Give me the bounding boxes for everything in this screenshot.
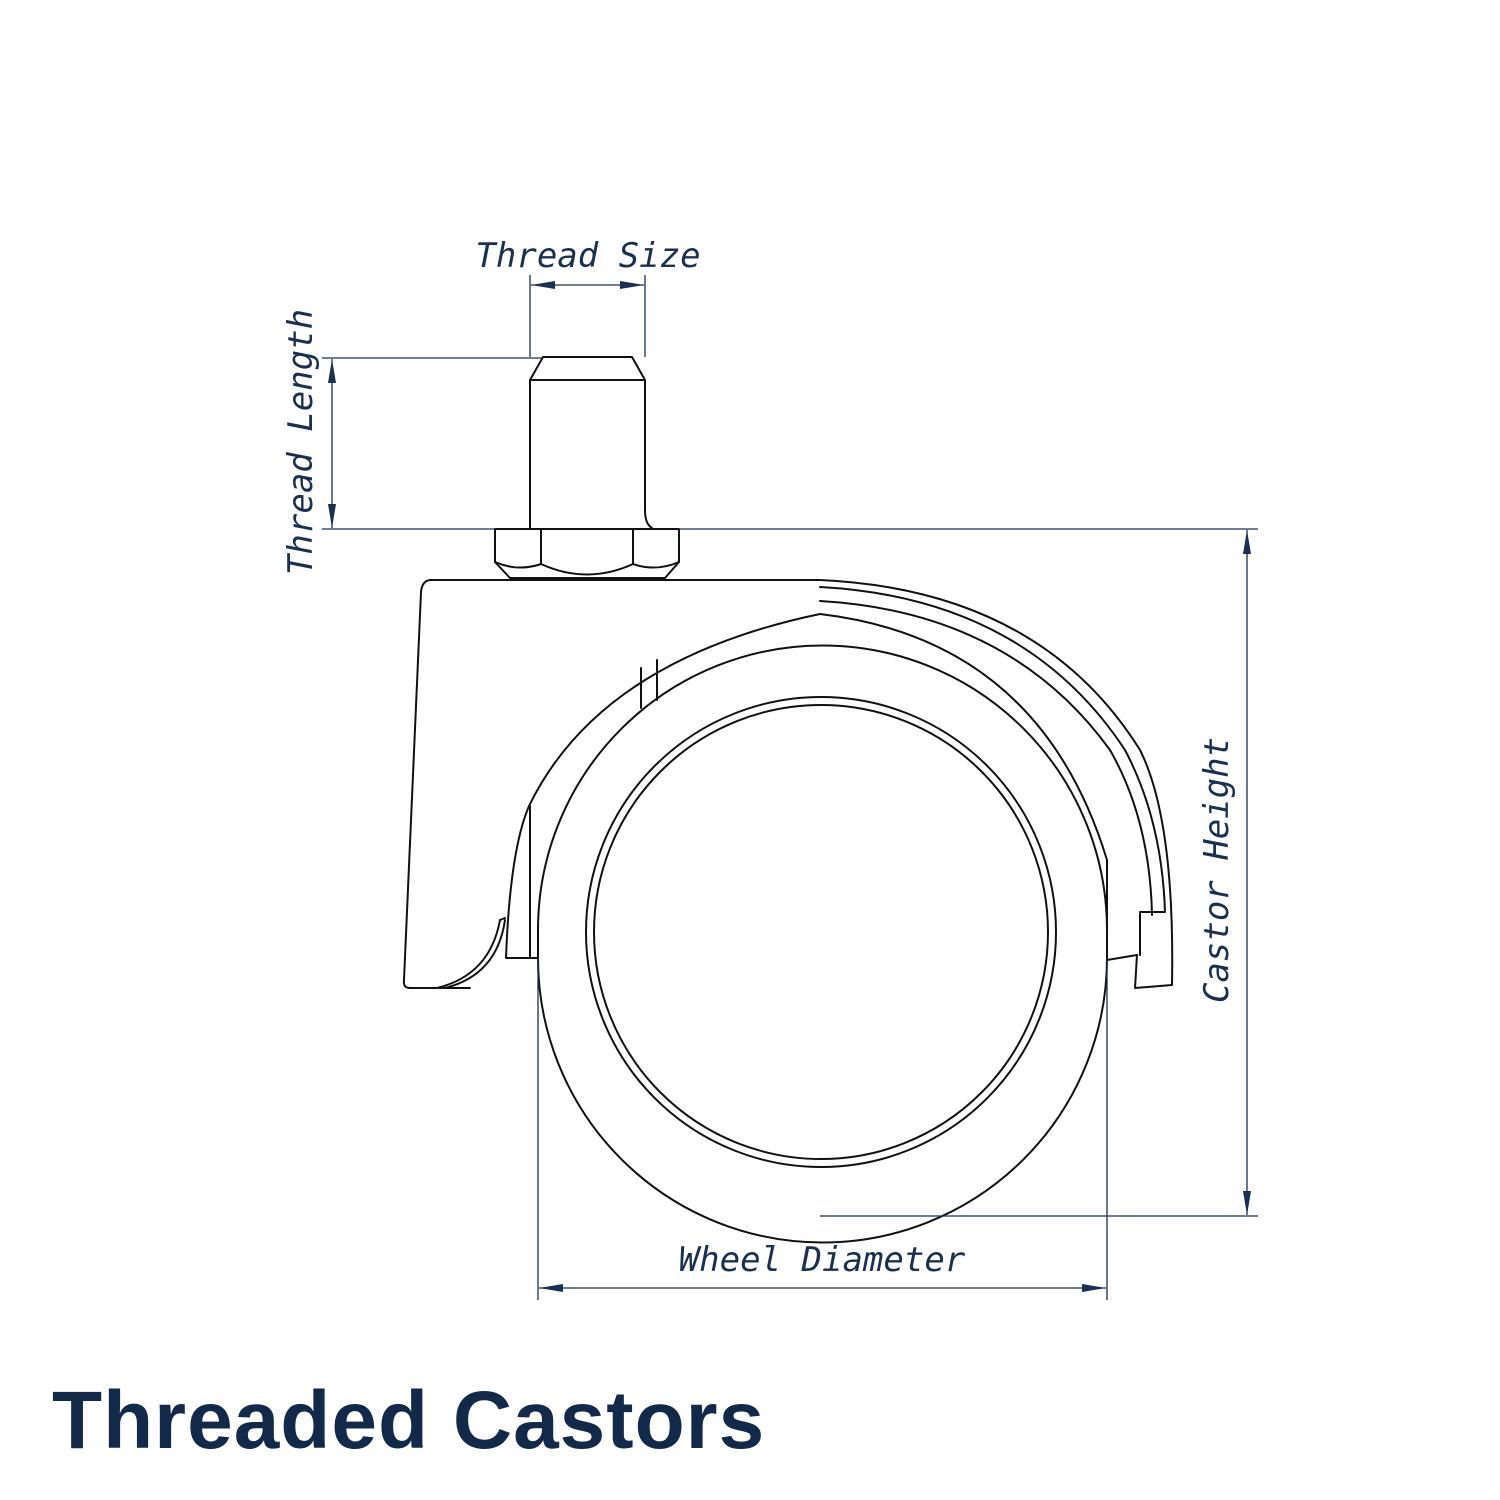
castor-outline [402, 356, 1174, 1244]
wheel [528, 613, 1108, 1244]
thread-length-dimension [322, 357, 542, 530]
wheel-diameter-dimension [537, 958, 1108, 1300]
threaded-stem [529, 356, 653, 529]
page-title: Threaded Castors [52, 1375, 766, 1466]
castor-height-dimension [679, 528, 1258, 1217]
wheel-diameter-label: Wheel Diameter [679, 1240, 966, 1280]
hex-nut [494, 528, 680, 579]
dimension-labels: Thread Size Thread Length Castor Height … [281, 236, 1237, 1280]
thread-length-label: Thread Length [281, 309, 321, 575]
dimension-lines [322, 275, 1258, 1300]
thread-size-dimension [529, 275, 646, 357]
castor-housing [402, 579, 1174, 989]
castor-height-label: Castor Height [1197, 737, 1237, 1003]
thread-size-label: Thread Size [475, 236, 700, 276]
